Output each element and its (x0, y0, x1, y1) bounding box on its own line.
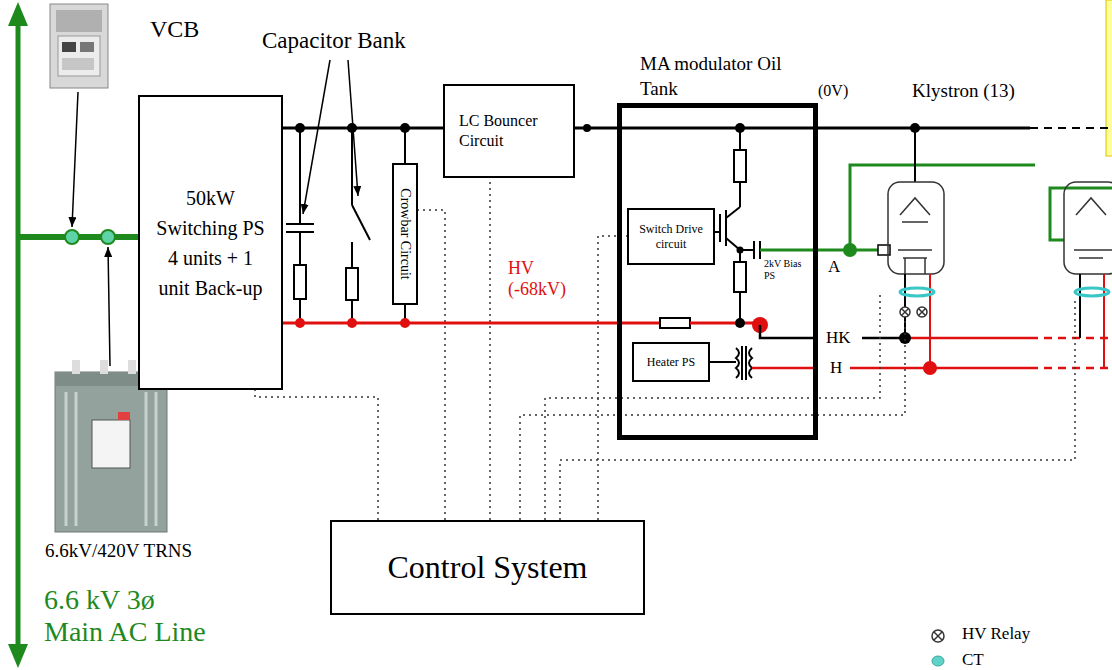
control-signal-line (255, 390, 378, 520)
ground-bus (617, 127, 1030, 130)
voltage-label: (0V) (818, 82, 848, 100)
terminal-label: H (830, 358, 842, 378)
ct-symbol (932, 656, 944, 666)
part-label: Capacitor Bank (262, 28, 406, 54)
cathode-wire (905, 337, 1030, 340)
node-text: Control System (387, 548, 587, 586)
leader-arrow (108, 247, 110, 366)
heater-transformer (705, 346, 752, 380)
breaker-point (101, 230, 115, 244)
heater-box: Heater PS (632, 342, 710, 382)
control-box: Control System (330, 520, 645, 615)
breaker-point (65, 230, 79, 244)
oil-tank-box: MA modulator Oil TankSwitch Drive circui… (617, 103, 818, 440)
junction-dot (735, 318, 745, 328)
igbt-switch-stack (712, 128, 746, 323)
terminal-label: HK (826, 328, 851, 348)
hv-relay-symbol (932, 630, 944, 642)
crowbar-box: Crowbar Circuit (392, 163, 418, 305)
note-panel (1106, 0, 1112, 156)
terminal-label: A (828, 257, 840, 277)
heater-wire (1030, 367, 1112, 370)
cathode-wire (862, 337, 905, 340)
node-text: Switch Drive circuit (634, 222, 708, 251)
cathode-wire (760, 325, 818, 338)
node-text: MA modulator Oil Tank (640, 51, 790, 102)
control-signal-line (489, 178, 491, 520)
bouncer-box: LC Bouncer Circuit (443, 84, 575, 178)
power-supply-box: 50kW Switching PS 4 units + 1 unit Back-… (138, 95, 283, 390)
voltage-label: HV (-68kV) (508, 258, 588, 299)
capacitor-symbol (286, 128, 314, 323)
ac-main-line (16, 24, 21, 646)
part-label: VCB (150, 16, 199, 44)
wire (914, 128, 916, 182)
junction-dot (843, 243, 857, 257)
legend-text: HV Relay (962, 624, 1030, 644)
switch-symbol (346, 128, 370, 323)
hv-relay-symbol (900, 307, 927, 317)
part-label: 2kV Bias PS (764, 258, 806, 281)
anode-wire (850, 165, 1035, 250)
wire (404, 128, 406, 163)
ct-symbol (900, 288, 934, 296)
cathode-wire (1030, 337, 1112, 340)
control-signal-line (520, 292, 1075, 520)
part-label: 6.6kV/420V TRNS (45, 540, 192, 562)
heater-wire (752, 367, 818, 370)
resistor-symbol (660, 318, 690, 328)
ground-bus (283, 127, 443, 130)
arrow-head (8, 644, 28, 668)
klystron-symbol (1064, 182, 1112, 274)
arrow-head (8, 2, 28, 26)
ground-bus (1030, 127, 1112, 129)
leader-arrow (303, 60, 330, 214)
node-text: Heater PS (639, 355, 703, 369)
driver-box: Switch Drive circuit (627, 208, 715, 265)
control-signal-line (418, 210, 445, 520)
hv-wire (690, 322, 760, 325)
line-label: 6.6 kV 3ø Main AC Line (44, 584, 216, 648)
junction-dot (923, 361, 937, 375)
klystron-symbol (888, 182, 944, 274)
node-text: Crowbar Circuit (397, 188, 414, 279)
leader-arrow (72, 92, 78, 227)
anode-wire (1050, 188, 1112, 240)
hv-wire (617, 322, 660, 325)
legend-text: CT (962, 650, 984, 670)
bias-capacitor (740, 241, 760, 259)
node-text: LC Bouncer Circuit (459, 111, 559, 151)
wire (1079, 274, 1081, 338)
node-text: 50kW Switching PS 4 units + 1 unit Back-… (152, 183, 270, 303)
hv-bus (283, 322, 617, 325)
vcb-picture (50, 4, 108, 88)
ground-bus (575, 127, 617, 130)
ct-symbol (1075, 288, 1109, 296)
control-signal-line (598, 236, 627, 520)
anode-wire (760, 249, 850, 252)
heater-wire (850, 367, 1030, 370)
part-label: Klystron (13) (912, 80, 1015, 102)
